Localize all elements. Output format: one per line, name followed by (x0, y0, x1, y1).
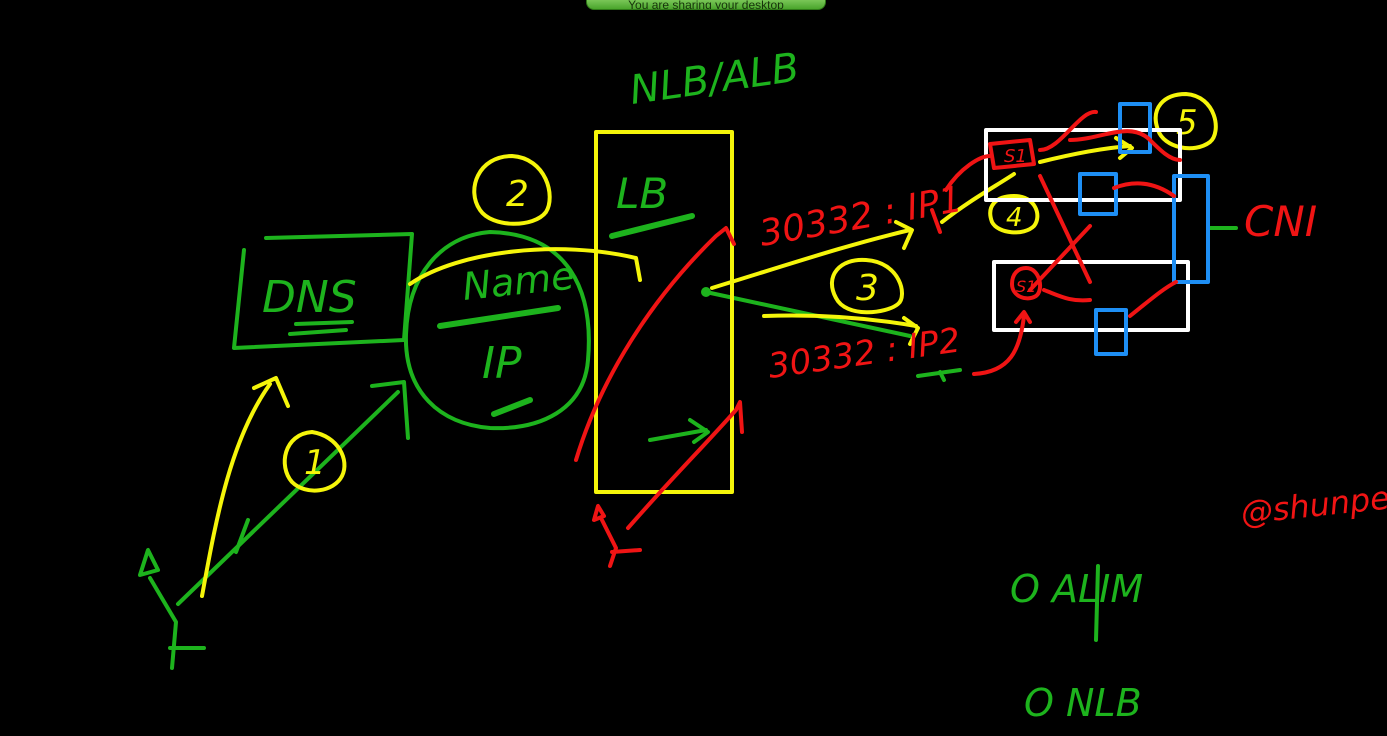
red-return-path-lower (626, 400, 744, 530)
pod-bottom-label: S1 (1016, 277, 1036, 296)
name-ip-circle (403, 230, 591, 431)
ip1-to-pod-arrow (940, 172, 1016, 224)
step1-circle (282, 430, 347, 493)
step2-number: 2 (506, 174, 529, 215)
green-ink (138, 213, 1238, 670)
white-ink (984, 128, 1190, 332)
lb-node-dot (701, 287, 711, 297)
step5-circle (1153, 92, 1218, 151)
worker-node-1 (984, 128, 1182, 202)
pod-box-middle (1078, 172, 1118, 216)
cni-label: CNI (1244, 197, 1317, 246)
user-stick-figure (138, 548, 206, 670)
ip-underline (491, 397, 533, 417)
step3-number: 3 (856, 268, 879, 309)
blue-ink (1078, 102, 1210, 356)
node1-route-b (1038, 110, 1098, 152)
yellow-ink (200, 92, 1218, 598)
ip-label: IP (482, 338, 522, 389)
option-divider (1094, 564, 1100, 642)
dns-label: DNS (262, 272, 357, 323)
node1-top-route (1068, 129, 1182, 162)
dns-to-lb-arrow (408, 247, 642, 286)
red-return-path (574, 226, 736, 462)
pod1-box (988, 138, 1036, 170)
ip1-red-marker (930, 208, 942, 234)
step4-number: 4 (1006, 203, 1023, 233)
node-port-bottom-label: 30332 : IP2 (766, 320, 963, 387)
pod2-circle (1010, 266, 1043, 301)
node1-route-a (944, 154, 992, 192)
pod-box-bottom (1094, 308, 1128, 356)
author-handle: @shunpe (1239, 479, 1387, 532)
lb-underline (609, 213, 695, 239)
cross-line-1 (1038, 174, 1092, 284)
red-ink (574, 110, 1182, 568)
pod-box-top (1118, 102, 1152, 154)
user-to-name-arrow (176, 380, 410, 606)
ip2-marker (916, 368, 962, 382)
lb-to-ip2-arrow (762, 313, 920, 346)
load-balancer-box (594, 130, 734, 494)
lb-inner-arrow (648, 418, 710, 444)
green-tick (234, 518, 250, 554)
option-alim-label: O ALIM (1010, 567, 1143, 611)
red-stick-figure (592, 504, 642, 568)
step4-circle (988, 194, 1040, 235)
worker-node-2 (992, 260, 1190, 332)
ip2-to-pod-route (972, 310, 1032, 376)
cni-box (1172, 174, 1210, 284)
lb-to-ip1-arrow (710, 220, 914, 290)
lb-label: LB (616, 169, 668, 218)
name-divider (437, 305, 561, 329)
name-label: Name (460, 253, 576, 308)
pod2-route (1042, 288, 1092, 303)
option-nlb-label: O NLB (1024, 681, 1142, 725)
pod-link-top (1112, 181, 1176, 198)
step2-circle (472, 154, 552, 226)
pod-link-bottom (1128, 280, 1178, 318)
user-to-dns-arrow (200, 376, 290, 598)
nlb-alb-label: NLB/ALB (627, 45, 802, 114)
pod-top-label: S1 (1004, 146, 1027, 167)
dns-underline (288, 320, 354, 336)
step3-circle (829, 257, 904, 315)
step1-number: 1 (304, 443, 326, 483)
